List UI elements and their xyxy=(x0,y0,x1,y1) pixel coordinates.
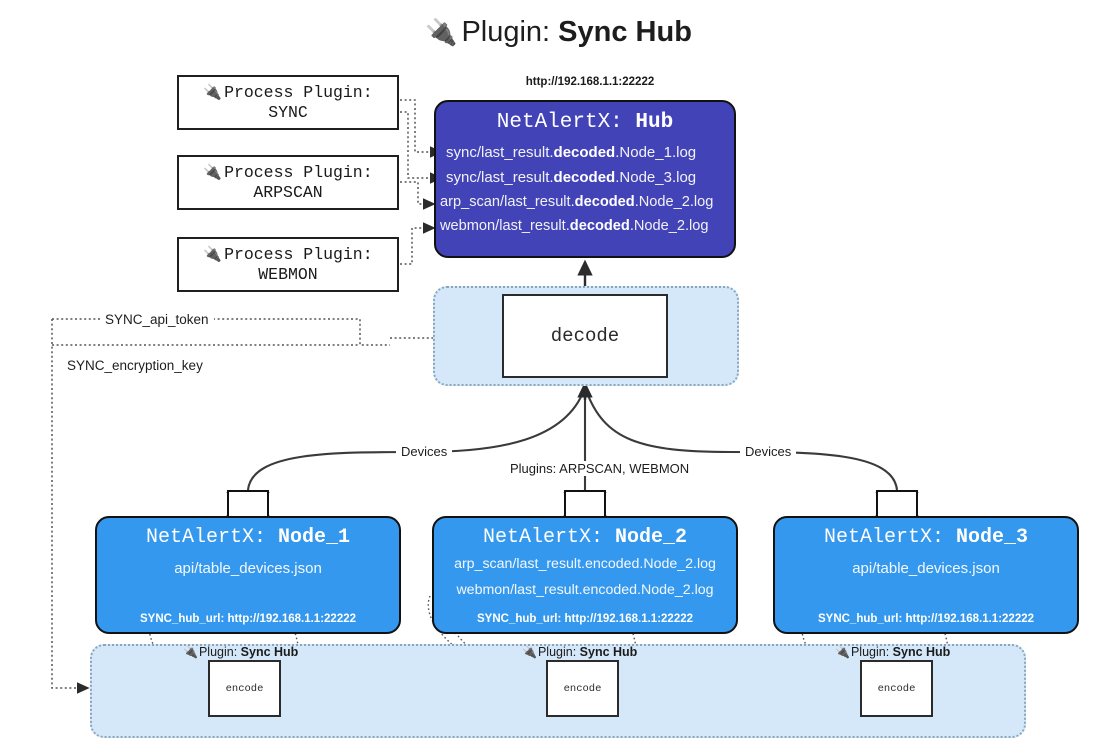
hub-log-pre: webmon/last_result. xyxy=(440,218,570,235)
hub-log-em: decoded xyxy=(574,194,635,211)
process-plugin-label: Process Plugin: xyxy=(224,163,373,183)
plug-icon: 🔌 xyxy=(203,162,223,181)
hub-title-name: Hub xyxy=(635,111,674,134)
hub-log-em: decoded xyxy=(553,169,616,187)
hub-log-line-4: webmon/last_result.decoded.Node_2.log xyxy=(436,214,734,238)
process-plugin-label: Process Plugin: xyxy=(224,245,373,265)
node-title-prefix: NetAlertX: xyxy=(482,526,603,549)
plug-icon: 🔌 xyxy=(835,645,850,659)
hub-log-post: .Node_2.log xyxy=(629,218,709,235)
plugin-label-text: Plugin: xyxy=(537,645,577,659)
plugin-label-value: Sync Hub xyxy=(579,645,638,659)
hub-log-em: decoded xyxy=(553,144,616,161)
node-hub-url: SYNC_hub_url: http://192.168.1.1:22222 xyxy=(139,613,357,625)
node-data-line: api/table_devices.json xyxy=(852,560,1000,577)
node-title-prefix: NetAlertX: xyxy=(145,526,266,549)
node-box-node-2[interactable]: NetAlertX: Node_2 arp_scan/last_result.e… xyxy=(432,516,738,634)
node-hub-url: SYNC_hub_url: http://192.168.1.1:22222 xyxy=(817,613,1035,625)
plug-icon: 🔌 xyxy=(425,17,458,47)
process-plugin-name: WEBMON xyxy=(258,264,318,284)
node-box-node-3[interactable]: NetAlertX: Node_3 api/table_devices.json… xyxy=(773,516,1079,634)
process-plugin-label: Process Plugin: xyxy=(224,83,373,103)
plug-icon: 🔌 xyxy=(203,244,223,263)
hub-title: NetAlertX: Hub xyxy=(436,111,734,134)
hub-log-em: decoded xyxy=(569,218,630,235)
encode-box-node-1[interactable]: encode xyxy=(208,660,281,717)
edge-label-devices-left: Devices xyxy=(396,444,453,459)
node-box-node-1[interactable]: NetAlertX: Node_1 api/table_devices.json… xyxy=(95,516,401,634)
hub-title-prefix: NetAlertX: xyxy=(496,111,623,134)
edge-label-devices-right: Devices xyxy=(740,444,797,459)
page-title-value: Sync Hub xyxy=(558,16,692,48)
hub-log-line-1: sync/last_result.decoded.Node_1.log xyxy=(436,140,734,165)
node-title: NetAlertX: Node_3 xyxy=(775,526,1077,549)
node-title-name: Node_1 xyxy=(278,526,351,549)
hub-node[interactable]: NetAlertX: Hub sync/last_result.decoded.… xyxy=(434,100,736,258)
hub-log-post: .Node_2.log xyxy=(634,194,714,211)
hub-log-pre: sync/last_result. xyxy=(446,169,554,187)
hub-url-label: http://192.168.1.1:22222 xyxy=(525,76,655,88)
node-title: NetAlertX: Node_1 xyxy=(97,526,399,549)
sync-encryption-key-label: SYNC_encryption_key xyxy=(62,358,208,373)
encode-box-node-3[interactable]: encode xyxy=(860,660,933,717)
process-plugin-sync[interactable]: 🔌 Process Plugin: SYNC xyxy=(177,75,399,130)
sync-api-token-label: SYNC_api_token xyxy=(100,312,214,327)
plugin-label-node-1: 🔌Plugin: Sync Hub xyxy=(183,645,298,659)
node-title-prefix: NetAlertX: xyxy=(823,526,944,549)
plugin-label-value: Sync Hub xyxy=(240,645,299,659)
process-plugin-arpscan[interactable]: 🔌 Process Plugin: ARPSCAN xyxy=(177,155,399,210)
plugin-label-text: Plugin: xyxy=(198,645,238,659)
process-plugin-name: ARPSCAN xyxy=(253,182,323,202)
plugin-label-node-3: 🔌Plugin: Sync Hub xyxy=(835,645,950,659)
hub-log-post: .Node_1.log xyxy=(615,144,697,161)
node-data-line: webmon/last_result.encoded.Node_2.log xyxy=(456,582,714,598)
plug-icon: 🔌 xyxy=(203,82,223,101)
decode-box[interactable]: decode xyxy=(502,294,668,378)
hub-log-line-3: arp_scan/last_result.decoded.Node_2.log xyxy=(436,190,734,214)
node-data-line: arp_scan/last_result.encoded.Node_2.log xyxy=(454,556,716,572)
hub-log-post: .Node_3.log xyxy=(615,169,697,187)
hub-log-line-2: sync/last_result.decoded.Node_3.log xyxy=(436,165,734,190)
plugin-label-text: Plugin: xyxy=(850,645,890,659)
encode-box-node-2[interactable]: encode xyxy=(546,660,619,717)
page-title: 🔌Plugin: Sync Hub xyxy=(0,16,1117,49)
page-title-label: Plugin: xyxy=(461,16,551,48)
plugin-label-value: Sync Hub xyxy=(892,645,951,659)
process-plugin-webmon[interactable]: 🔌 Process Plugin: WEBMON xyxy=(177,237,399,292)
plug-icon: 🔌 xyxy=(522,645,537,659)
hub-log-pre: sync/last_result. xyxy=(446,144,554,161)
hub-log-pre: arp_scan/last_result. xyxy=(440,194,575,211)
node-title: NetAlertX: Node_2 xyxy=(434,526,736,549)
edge-label-plugins-center: Plugins: ARPSCAN, WEBMON xyxy=(505,461,695,476)
plug-icon: 🔌 xyxy=(183,645,198,659)
node-data-line: api/table_devices.json xyxy=(174,560,322,577)
process-plugin-name: SYNC xyxy=(268,102,308,122)
node-title-name: Node_2 xyxy=(615,526,688,549)
node-title-name: Node_3 xyxy=(956,526,1029,549)
node-hub-url: SYNC_hub_url: http://192.168.1.1:22222 xyxy=(476,613,694,625)
plugin-label-node-2: 🔌Plugin: Sync Hub xyxy=(522,645,637,659)
